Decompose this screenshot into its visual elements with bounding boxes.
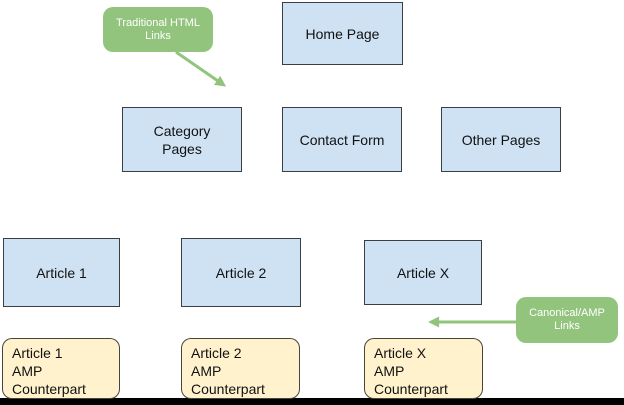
node-label: Category	[153, 122, 211, 139]
node-contact-form: Contact Form	[282, 107, 402, 172]
node-label: Article X	[374, 345, 427, 361]
node-label: Contact Form	[299, 131, 385, 148]
node-label: Counterpart	[191, 381, 265, 397]
node-label: Counterpart	[12, 381, 86, 397]
node-label: Article 2	[215, 264, 267, 281]
node-other-pages: Other Pages	[441, 107, 561, 172]
annotation-label: Canonical/AMP	[529, 307, 605, 319]
node-label: Counterpart	[374, 381, 448, 397]
node-label: Home Page	[305, 25, 380, 42]
node-category-pages: Category Pages	[122, 107, 242, 172]
bottom-black-bar	[0, 398, 624, 405]
node-article-2: Article 2	[181, 238, 301, 307]
annotation-label: Links	[554, 320, 580, 332]
node-label: Article X	[396, 264, 450, 281]
traditional-links-arrow	[175, 50, 227, 87]
node-label: Article 1	[36, 264, 87, 281]
node-label: AMP	[374, 363, 405, 379]
node-article-x-amp-counterpart: Article X AMP Counterpart	[364, 338, 483, 399]
annotation-label: Traditional HTML	[116, 16, 200, 29]
node-label: AMP	[12, 363, 43, 379]
node-label: Article 1	[12, 345, 63, 361]
node-home-page: Home Page	[282, 2, 403, 65]
node-label: AMP	[191, 363, 222, 379]
node-article-2-amp-counterpart: Article 2 AMP Counterpart	[181, 338, 300, 399]
node-article-x: Article X	[364, 240, 482, 305]
node-label: Pages	[162, 140, 202, 157]
node-article-1-amp-counterpart: Article 1 AMP Counterpart	[2, 338, 120, 399]
node-label: Other Pages	[461, 131, 541, 148]
node-article-1: Article 1	[3, 238, 120, 307]
node-label: Article 2	[191, 345, 242, 361]
annotation-canonical-amp-links: Canonical/AMP Links	[516, 297, 618, 343]
annotation-traditional-html-links: Traditional HTML Links	[103, 7, 213, 52]
annotation-label: Links	[145, 29, 171, 42]
